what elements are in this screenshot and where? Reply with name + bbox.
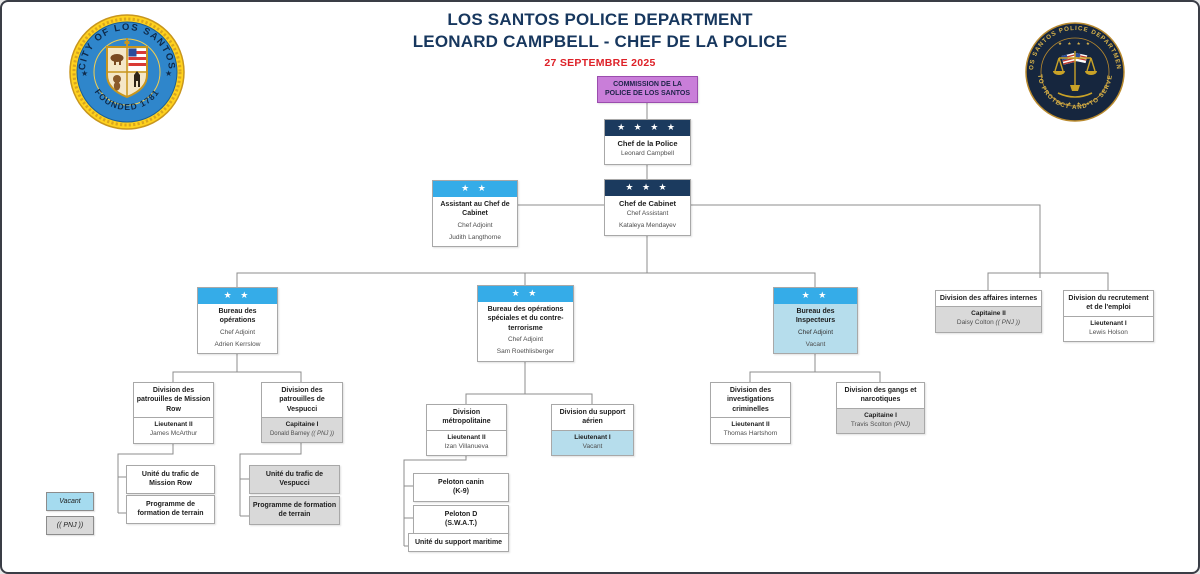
lspd-seal-stars-top: ★ ★ ★ ★ [1058,41,1092,46]
org-node-commission: COMMISSION DE LA POLICE DE LOS SANTOS [597,76,698,103]
rank-stars-icon: ★ ★ [433,181,517,197]
node-name: Sam Roethlisberger [496,348,555,356]
node-title: Bureau des Inspecteurs [795,308,836,325]
node-name: Adrien Kerrslow [214,340,261,348]
node-title: Unité du support maritime [414,539,503,546]
legend-vacant: Vacant [46,492,94,511]
page-header: LOS SANTOS POLICE DEPARTMENT LEONARD CAM… [2,9,1198,69]
node-name: Judith Langthorne [448,233,502,241]
rank-stars-icon: ★ ★ [478,286,573,302]
node-title: Bureau des opérations spéciales et du co… [487,306,564,332]
org-node-peloton-d-swat: Peloton D (S.W.A.T.) [413,505,509,534]
org-node-unite-trafic-mission-row: Unité du trafic de Mission Row [126,465,215,494]
node-title: Unité du trafic de Vespucci [265,471,324,488]
node-role: Lieutenant I [1090,319,1127,327]
rank-stars-icon: ★ ★ ★ ★ [605,120,690,136]
node-title: Programme de formation de terrain [252,502,337,519]
node-role: Lieutenant II [731,421,770,429]
org-node-division-support-aerien: Division du support aérien Lieutenant I … [551,404,634,457]
org-node-division-investigations-criminelles: Division des investigations criminelles … [710,382,791,444]
node-title: Division des patrouilles de Vespucci [279,387,325,413]
node-name: Izan Villanueva [444,442,489,450]
org-node-chef-de-la-police: ★ ★ ★ ★ Chef de la Police Leonard Campbe… [604,119,691,165]
node-title: Division des affaires internes [939,295,1038,302]
city-seal-shield [106,38,148,99]
org-node-division-gangs-narcotiques: Division des gangs et narcotiques Capita… [836,382,925,435]
node-name: Kataleya Mendayev [618,221,677,229]
node-role: Chef Adjoint [797,328,834,336]
node-name: Travis Scolton (PNJ) [850,420,911,428]
node-role: Chef Adjoint [457,221,493,229]
city-of-los-santos-seal: CITY OF LOS SANTOS FOUNDED 1781 ★ ★ [69,14,185,130]
org-node-assistant-chef-cabinet: ★ ★ Assistant au Chef de Cabinet Chef Ad… [432,180,518,248]
node-role: Capitaine I [285,421,319,429]
node-name: James McArthur [149,430,198,438]
org-node-division-recrutement: Division du recrutement et de l'emploi L… [1063,290,1154,343]
org-node-bureau-des-operations: ★ ★ Bureau des opérations Chef Adjoint A… [197,287,278,355]
legend-pnj: (( PNJ )) [46,516,94,535]
node-role: Chef Adjoint [507,336,544,344]
org-node-unite-trafic-vespucci: Unité du trafic de Vespucci [249,465,340,494]
org-node-programme-formation-mission-row: Programme de formation de terrain [126,495,215,524]
node-title: Division des patrouilles de Mission Row [136,387,211,413]
node-role: Lieutenant II [447,433,486,441]
node-title: Bureau des opérations [218,308,257,325]
node-title: Chef de la Police [617,139,678,148]
org-node-division-patrouilles-mission-row: Division des patrouilles de Mission Row … [133,382,214,444]
node-title: COMMISSION DE LA POLICE DE LOS SANTOS [604,81,691,98]
node-role: Chef Adjoint [219,328,256,336]
node-title: Division des gangs et narcotiques [844,387,917,404]
org-node-division-patrouilles-vespucci: Division des patrouilles de Vespucci Cap… [261,382,343,444]
node-title: Programme de formation de terrain [137,501,204,518]
pnj-tag: (( PNJ )) [311,431,335,438]
node-role: Lieutenant II [154,421,193,429]
pnj-tag: (( PNJ )) [995,319,1021,327]
seal-star-left: ★ [81,69,88,78]
node-name: Vacant [582,442,603,450]
node-title: Peloton canin [438,479,484,486]
node-title: Unité du trafic de Mission Row [141,471,200,488]
rank-stars-icon: ★ ★ ★ [605,180,690,196]
rank-stars-icon: ★ ★ [774,288,857,304]
lspd-seal: LOS SANTOS POLICE DEPARTMENT TO PROTECT … [1024,21,1125,122]
node-role: Capitaine I [864,411,897,419]
node-role: Chef Assistant [626,210,669,218]
node-title: Division du recrutement et de l'emploi [1068,295,1149,312]
node-name: Leonard Campbell [620,150,675,158]
lspd-seal-scales [1053,51,1097,98]
node-name: Thomas Hartshorn [723,430,778,438]
org-node-division-metropolitaine: Division métropolitaine Lieutenant II Iz… [426,404,507,457]
lspd-seal-stars-bottom: ★ ★ ★ ★ [1058,101,1092,106]
node-title: Division des investigations criminelles [726,387,775,413]
node-title: Assistant au Chef de Cabinet [440,201,510,218]
node-title: Peloton D [444,511,478,518]
page-date: 27 SEPTEMBRE 2025 [544,57,656,70]
pnj-tag: (PNJ) [893,420,911,428]
org-node-chef-de-cabinet: ★ ★ ★ Chef de Cabinet Chef Assistant Kat… [604,179,691,236]
node-title: Chef de Cabinet [618,199,677,208]
page-title-line2: LEONARD CAMPBELL - CHEF DE LA POLICE [412,32,788,52]
node-name: Vacant [805,340,826,348]
node-title: Division métropolitaine [442,409,491,426]
org-node-programme-formation-vespucci: Programme de formation de terrain [249,496,340,525]
rank-stars-icon: ★ ★ [198,288,277,304]
node-role: Lieutenant I [574,433,611,441]
org-node-peloton-canin: Peloton canin (K-9) [413,473,509,502]
org-node-unite-support-maritime: Unité du support maritime [408,533,509,553]
org-node-division-affaires-internes: Division des affaires internes Capitaine… [935,290,1042,333]
node-name: Daisy Colton (( PNJ )) [956,319,1021,327]
node-name: Lewis Holson [1089,328,1128,336]
node-title: Division du support aérien [559,409,626,426]
seal-star-right: ★ [165,69,172,78]
node-subtitle: (S.W.A.T.) [445,520,477,528]
node-role: Capitaine II [971,310,1006,318]
page-title-line1: LOS SANTOS POLICE DEPARTMENT [447,10,753,29]
org-node-bureau-des-inspecteurs: ★ ★ Bureau des Inspecteurs Chef Adjoint … [773,287,858,355]
node-subtitle: (K-9) [453,488,469,496]
node-name: Donald Barney (( PNJ )) [269,431,335,438]
org-node-bureau-operations-speciales: ★ ★ Bureau des opérations spéciales et d… [477,285,574,362]
